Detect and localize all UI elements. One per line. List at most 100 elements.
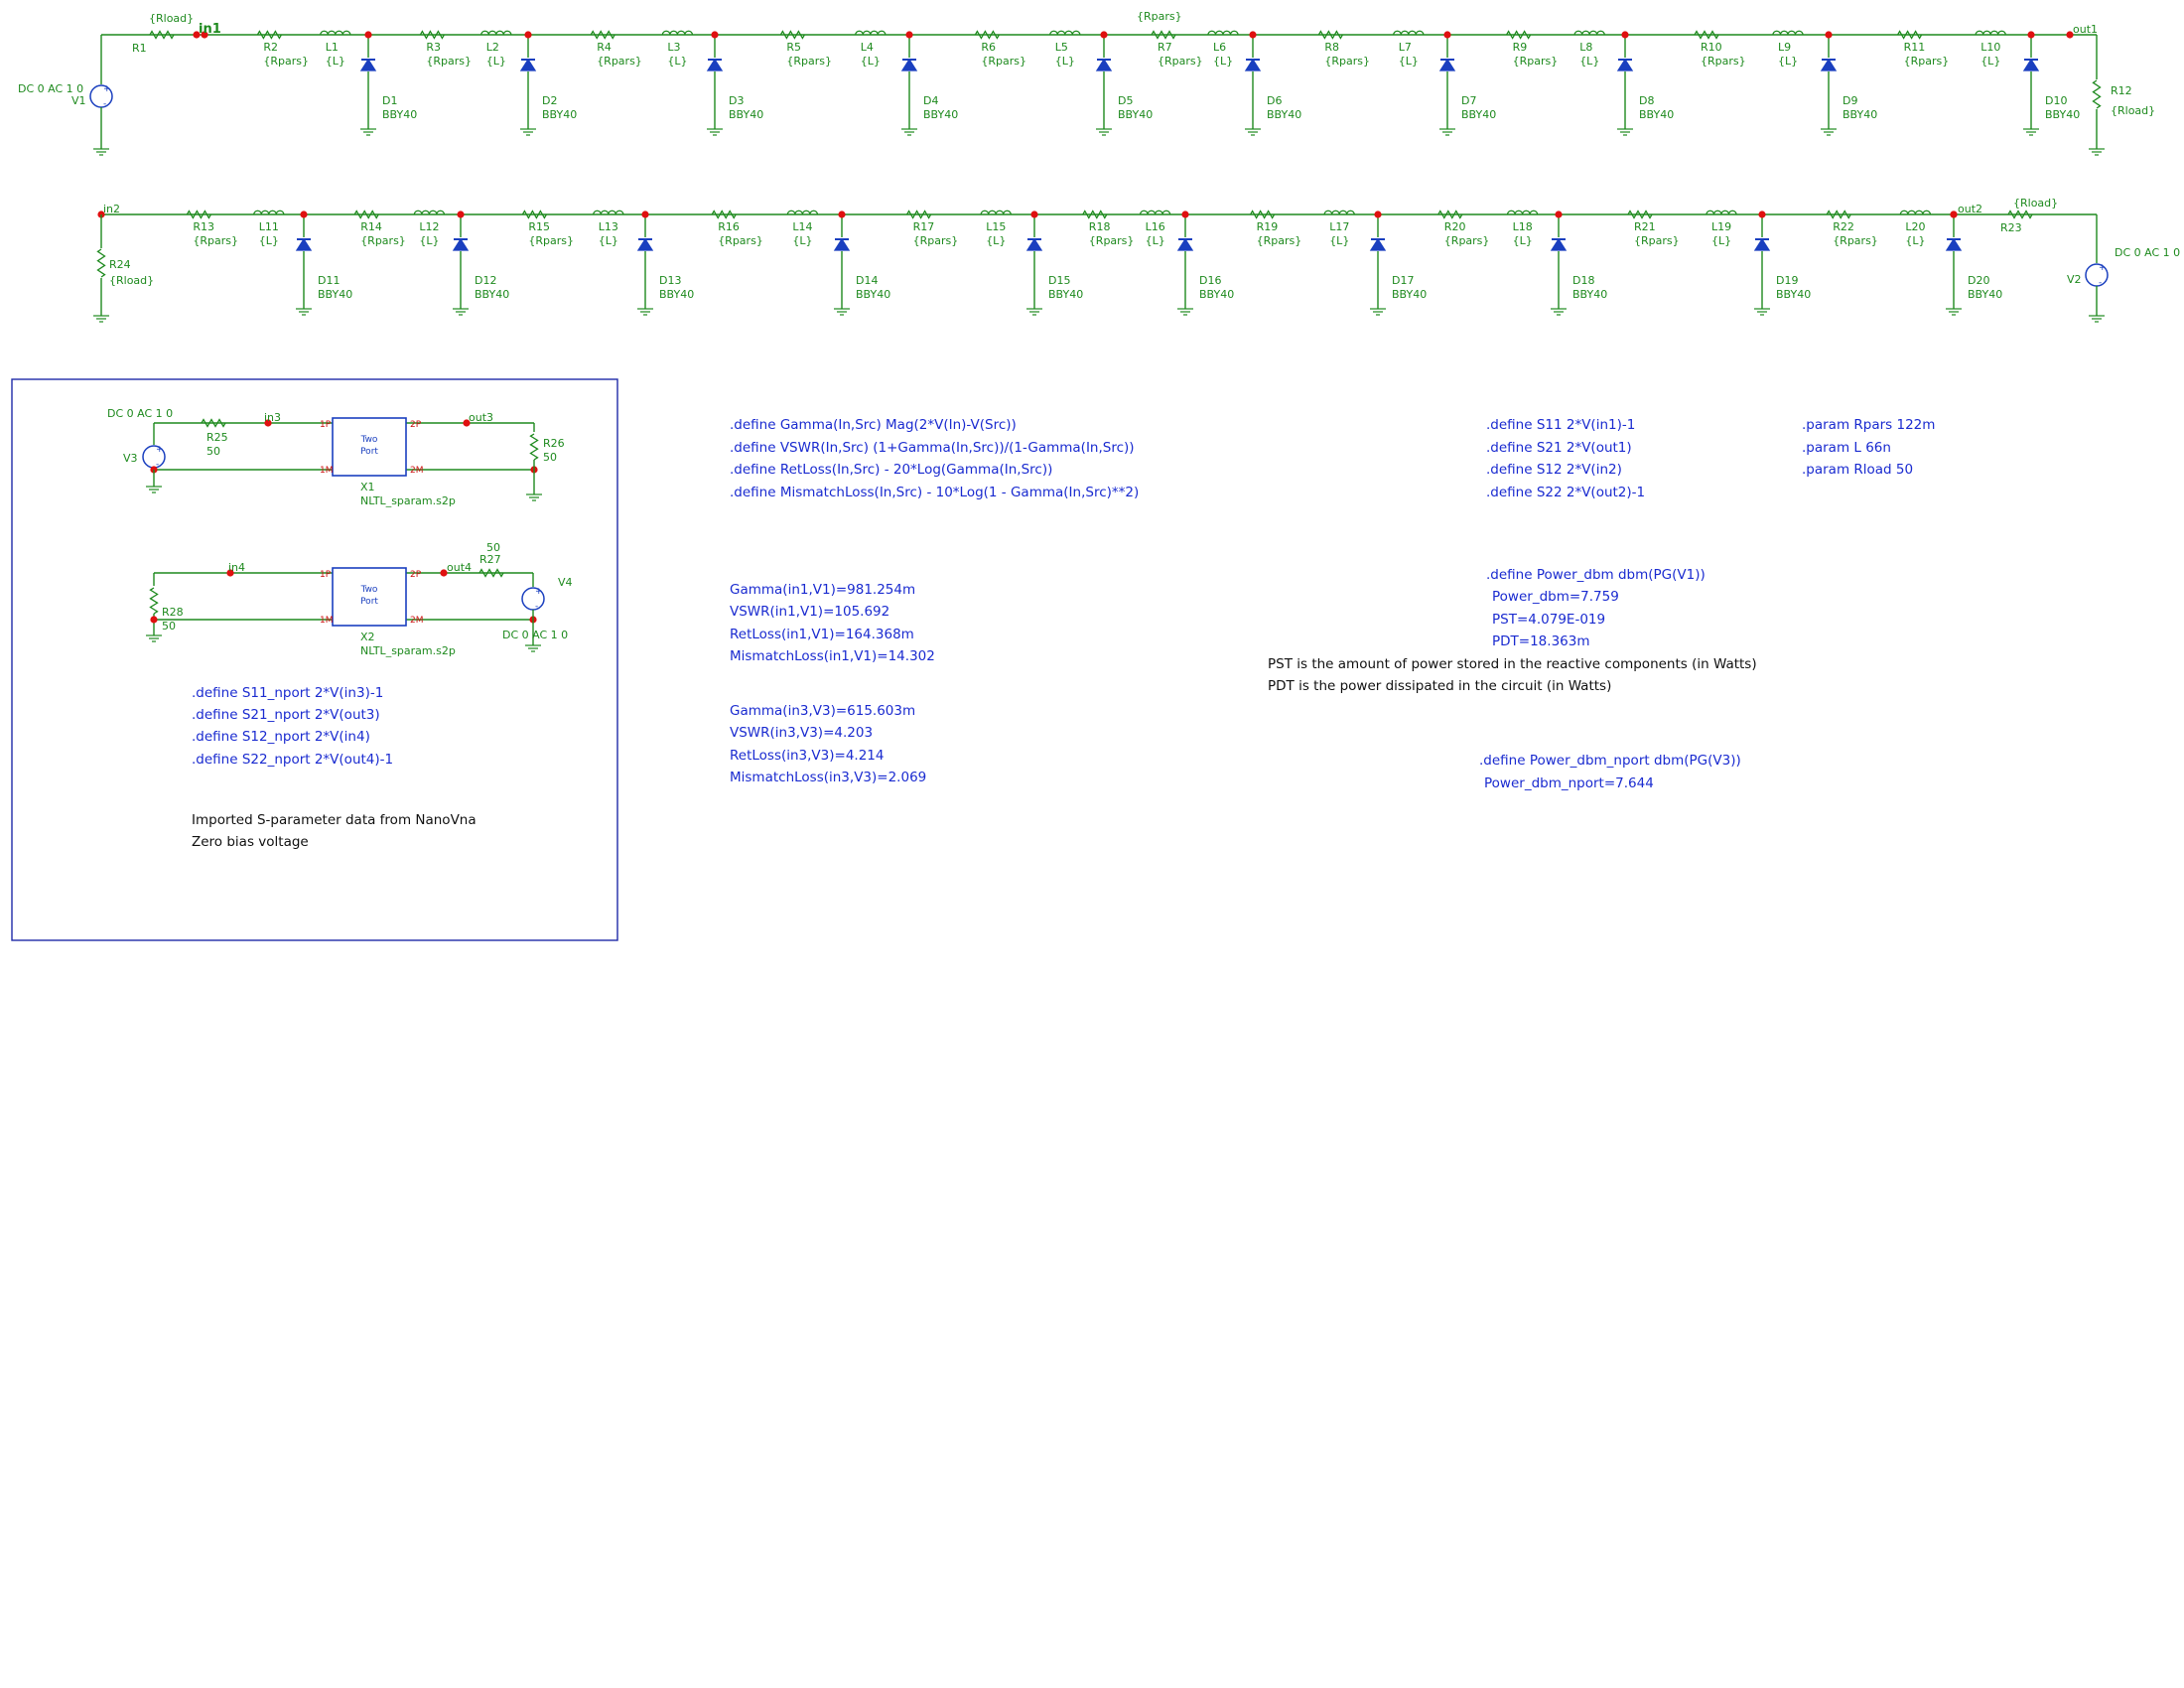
resistor-value: {Rpars}	[1513, 55, 1559, 68]
diode-model: BBY40	[1048, 288, 1083, 301]
two-port-file: NLTL_sparam.s2p	[360, 644, 456, 657]
r27-label: R27	[479, 553, 501, 566]
r23-label: R23	[2000, 221, 2022, 234]
pin-2p: 2P	[410, 570, 422, 580]
two-port-text: Port	[360, 447, 378, 457]
results-v1: Gamma(in1,V1)=981.254m VSWR(in1,V1)=105.…	[730, 582, 935, 664]
diode-label: D8	[1639, 94, 1654, 107]
resistor-value: {Rpars}	[1444, 234, 1490, 247]
resistor-symbol	[529, 433, 539, 461]
two-port-block	[332, 417, 407, 477]
inductor-label: L14	[792, 220, 812, 233]
inductor-value: {L}	[986, 234, 1006, 247]
r28-label: R28	[162, 606, 184, 619]
inductor-label: L7	[1399, 41, 1412, 54]
define-s22: .define S22 2*V(out2)-1	[1486, 485, 1645, 500]
diode-model: BBY40	[1843, 108, 1877, 121]
r12-value: {Rload}	[2111, 104, 2155, 117]
resistor-symbol	[2007, 210, 2033, 219]
source-plus-sign: +	[535, 587, 543, 597]
resistor-label: R7	[1158, 41, 1172, 54]
inductor-value: {L}	[486, 55, 506, 68]
diode-model: BBY40	[318, 288, 352, 301]
diode-label: D2	[542, 94, 557, 107]
diode-label: D3	[729, 94, 744, 107]
two-port-name: X2	[360, 631, 375, 643]
inductor-symbol	[413, 210, 446, 215]
resistor-symbol	[1082, 210, 1108, 219]
inductor-symbol	[661, 30, 694, 36]
junction-dot	[1181, 211, 1189, 218]
inductor-symbol	[1207, 30, 1239, 36]
net-out2: out2	[1958, 203, 1982, 215]
r26-value: 50	[543, 451, 557, 464]
result-power-dbm-nport: Power_dbm_nport=7.644	[1484, 775, 1654, 791]
resistor-symbol	[906, 210, 932, 219]
result-power-dbm: Power_dbm=7.759	[1492, 589, 1619, 605]
resistor-label: R2	[263, 41, 278, 54]
net-out4: out4	[447, 561, 472, 574]
diode-label: D12	[475, 274, 496, 287]
inductor-value: {L}	[1055, 55, 1075, 68]
resistor-value: {Rpars}	[718, 234, 763, 247]
pin-2p: 2P	[410, 420, 422, 430]
inductor-symbol	[1706, 210, 1737, 215]
diode-model: BBY40	[1267, 108, 1301, 121]
junction-dot	[226, 569, 234, 577]
r26-label: R26	[543, 437, 565, 450]
inductor-value: {L}	[792, 234, 812, 247]
resistor-symbol	[521, 210, 547, 219]
inductor-label: L9	[1778, 41, 1791, 54]
v4-label: V4	[558, 576, 573, 589]
two-port-file: NLTL_sparam.s2p	[360, 494, 456, 507]
diode-label: D9	[1843, 94, 1857, 107]
resistor-symbol	[1437, 210, 1463, 219]
diode-model: BBY40	[1968, 288, 2002, 301]
v4-spec: DC 0 AC 1 0	[502, 629, 568, 641]
resistor-label: R9	[1513, 41, 1528, 54]
diode-symbol	[452, 237, 470, 251]
diode-label: D18	[1572, 274, 1594, 287]
resistor-symbol	[1317, 30, 1343, 40]
define-s21: .define S21 2*V(out1)	[1486, 440, 1632, 456]
resistor-label: R21	[1634, 220, 1656, 233]
pin-1p: 1P	[320, 570, 332, 580]
resistor-symbol	[353, 210, 379, 219]
diode-label: D20	[1968, 274, 1989, 287]
r23-value: {Rload}	[2013, 197, 2058, 210]
diode-label: D19	[1776, 274, 1798, 287]
define-s11: .define S11 2*V(in1)-1	[1486, 417, 1635, 433]
resistor-label: R5	[786, 41, 801, 54]
diode-label: D14	[856, 274, 878, 287]
resistor-value: {Rpars}	[1324, 55, 1370, 68]
params: .param Rpars 122m .param L 66n .param Rl…	[1802, 417, 1935, 478]
result-gamma-v3: Gamma(in3,V3)=615.603m	[730, 703, 915, 719]
source-minus-sign: -	[535, 602, 538, 612]
resistor-value: {Rpars}	[1904, 55, 1950, 68]
diode-label: D10	[2045, 94, 2067, 107]
diode-symbol	[1438, 58, 1456, 71]
diode-label: D17	[1392, 274, 1414, 287]
inductor-value: {L}	[667, 55, 687, 68]
inductor-label: L18	[1513, 220, 1533, 233]
junction-dot	[2066, 31, 2074, 39]
diode-symbol	[706, 58, 724, 71]
result-vswr-v3: VSWR(in3,V3)=4.203	[730, 725, 873, 741]
inductor-symbol	[320, 30, 351, 36]
inductor-symbol	[1573, 30, 1605, 36]
defines-main: .define Gamma(In,Src) Mag(2*V(In)-V(Src)…	[730, 417, 1139, 500]
junction-dot	[150, 616, 158, 624]
junction-dot	[1100, 31, 1108, 39]
inductor-value: {L}	[1513, 234, 1533, 247]
net-in4: in4	[228, 561, 245, 574]
inductor-symbol	[1323, 210, 1355, 215]
resistor-symbol	[1250, 210, 1276, 219]
junction-dot	[1555, 211, 1563, 218]
define-s11-nport: .define S11_nport 2*V(in3)-1	[192, 685, 383, 701]
source-minus-sign: -	[2099, 278, 2102, 288]
resistor-symbol	[1694, 30, 1719, 40]
inductor-label: L5	[1055, 41, 1068, 54]
resistor-value: {Rpars}	[981, 55, 1026, 68]
define-vswr: .define VSWR(In,Src) (1+Gamma(In,Src))/(…	[730, 440, 1135, 456]
